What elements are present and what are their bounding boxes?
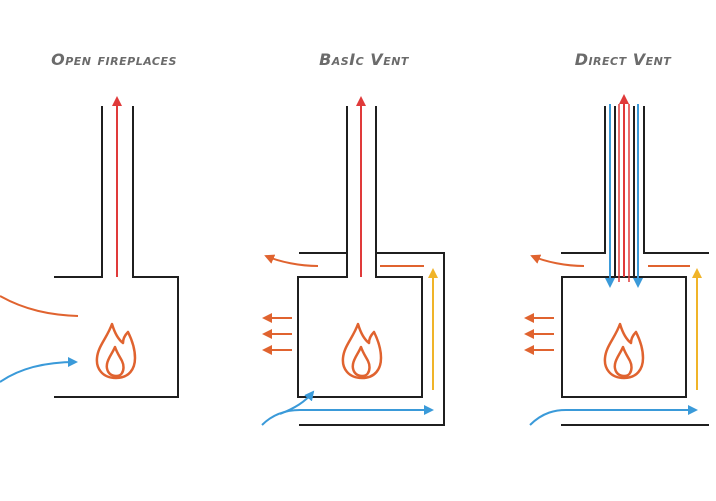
title-direct-vent: Direct Vent: [574, 50, 672, 69]
open-warm-air-curve: [0, 295, 79, 317]
title-open-fireplaces: Open fireplaces: [51, 50, 177, 69]
open-fireplace: [0, 96, 179, 398]
direct-warm-air-outlet-arrow: [530, 254, 585, 267]
title-basic-vent: BasIc Vent: [319, 50, 409, 69]
flame-icon: [95, 322, 137, 380]
direct-vent-walls: [561, 106, 709, 426]
direct-vent: [524, 94, 709, 426]
basic-fresh-air-inner-arrow: [279, 390, 315, 415]
flame-icon: [341, 322, 383, 380]
open-fireplace-walls: [54, 106, 179, 398]
basic-vent: [261, 96, 445, 426]
basic-vent-walls: [297, 106, 445, 426]
flame-icon: [603, 322, 645, 380]
basic-fresh-air-arrow: [261, 405, 434, 426]
basic-warm-air-outlet-arrow: [264, 254, 319, 267]
direct-fresh-air-arrow: [529, 405, 698, 426]
open-fresh-air-arrow: [0, 357, 78, 383]
